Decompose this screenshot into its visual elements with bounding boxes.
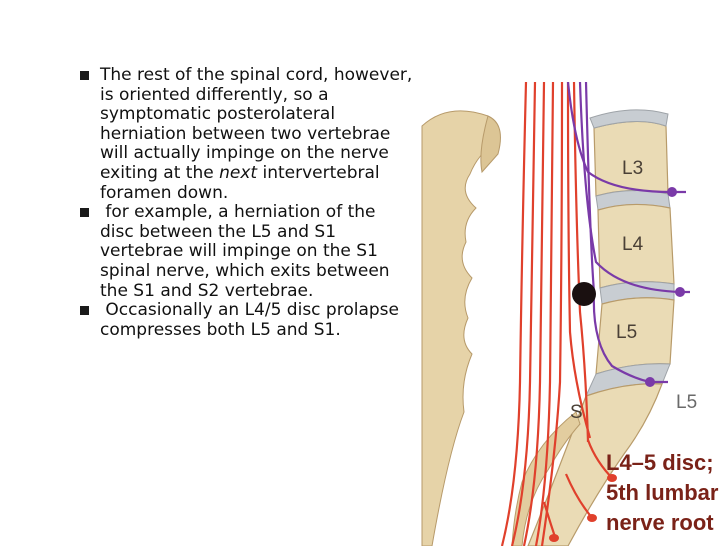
vertebra-label-l4: L4 bbox=[622, 234, 644, 255]
bullet-text: Occasionally an L4/5 disc prolapse compr… bbox=[100, 300, 405, 340]
bullet-text: for example, a herniation of the disc be… bbox=[100, 202, 395, 301]
bullet-text: intervertebral foramen down. bbox=[100, 162, 386, 203]
dorsal-root-ganglion bbox=[549, 534, 559, 542]
dorsal-root-ganglion bbox=[607, 474, 617, 482]
emphasis-text: next bbox=[219, 162, 258, 183]
dorsal-root-ganglion bbox=[667, 187, 677, 197]
posterior-bone bbox=[511, 411, 581, 546]
dorsal-root-ganglion bbox=[587, 514, 597, 522]
posterior-bone bbox=[480, 115, 501, 174]
vertebra-label-l3: L3 bbox=[622, 158, 643, 179]
lumbar-spine-illustration: L3 L4 L5 S L5 L4–5 disc; 5th lumbar nerv… bbox=[418, 82, 728, 546]
square-bullet-icon bbox=[80, 306, 89, 316]
dorsal-root-ganglion bbox=[645, 377, 655, 387]
bullet-list: The rest of the spinal cord, however, is… bbox=[76, 65, 414, 340]
spine-diagram: L3 L4 L5 S L5 L4–5 disc; 5th lumbar nerv… bbox=[421, 82, 719, 546]
vertebra-label-s: S bbox=[570, 402, 583, 423]
figure-caption-line: L4–5 disc; bbox=[606, 450, 714, 475]
bullet-item: for example, a herniation of the disc be… bbox=[76, 202, 414, 301]
dorsal-root-ganglion bbox=[675, 287, 685, 297]
figure-caption-line: 5th lumbar bbox=[606, 480, 719, 505]
lumbar-nerve-roots bbox=[566, 82, 690, 384]
square-bullet-icon bbox=[80, 71, 89, 80]
square-bullet-icon bbox=[80, 208, 89, 218]
bullet-item: Occasionally an L4/5 disc prolapse compr… bbox=[76, 300, 414, 340]
figure-caption-line: nerve root bbox=[606, 510, 714, 535]
posterior-bone bbox=[421, 110, 497, 546]
bullet-item: The rest of the spinal cord, however, is… bbox=[76, 65, 414, 203]
disc-herniation bbox=[572, 282, 596, 306]
root-label-l5: L5 bbox=[676, 392, 697, 413]
bullet-text: The rest of the spinal cord, however, is… bbox=[100, 65, 418, 183]
vertebra-label-l5: L5 bbox=[616, 322, 637, 343]
disc bbox=[589, 109, 669, 129]
